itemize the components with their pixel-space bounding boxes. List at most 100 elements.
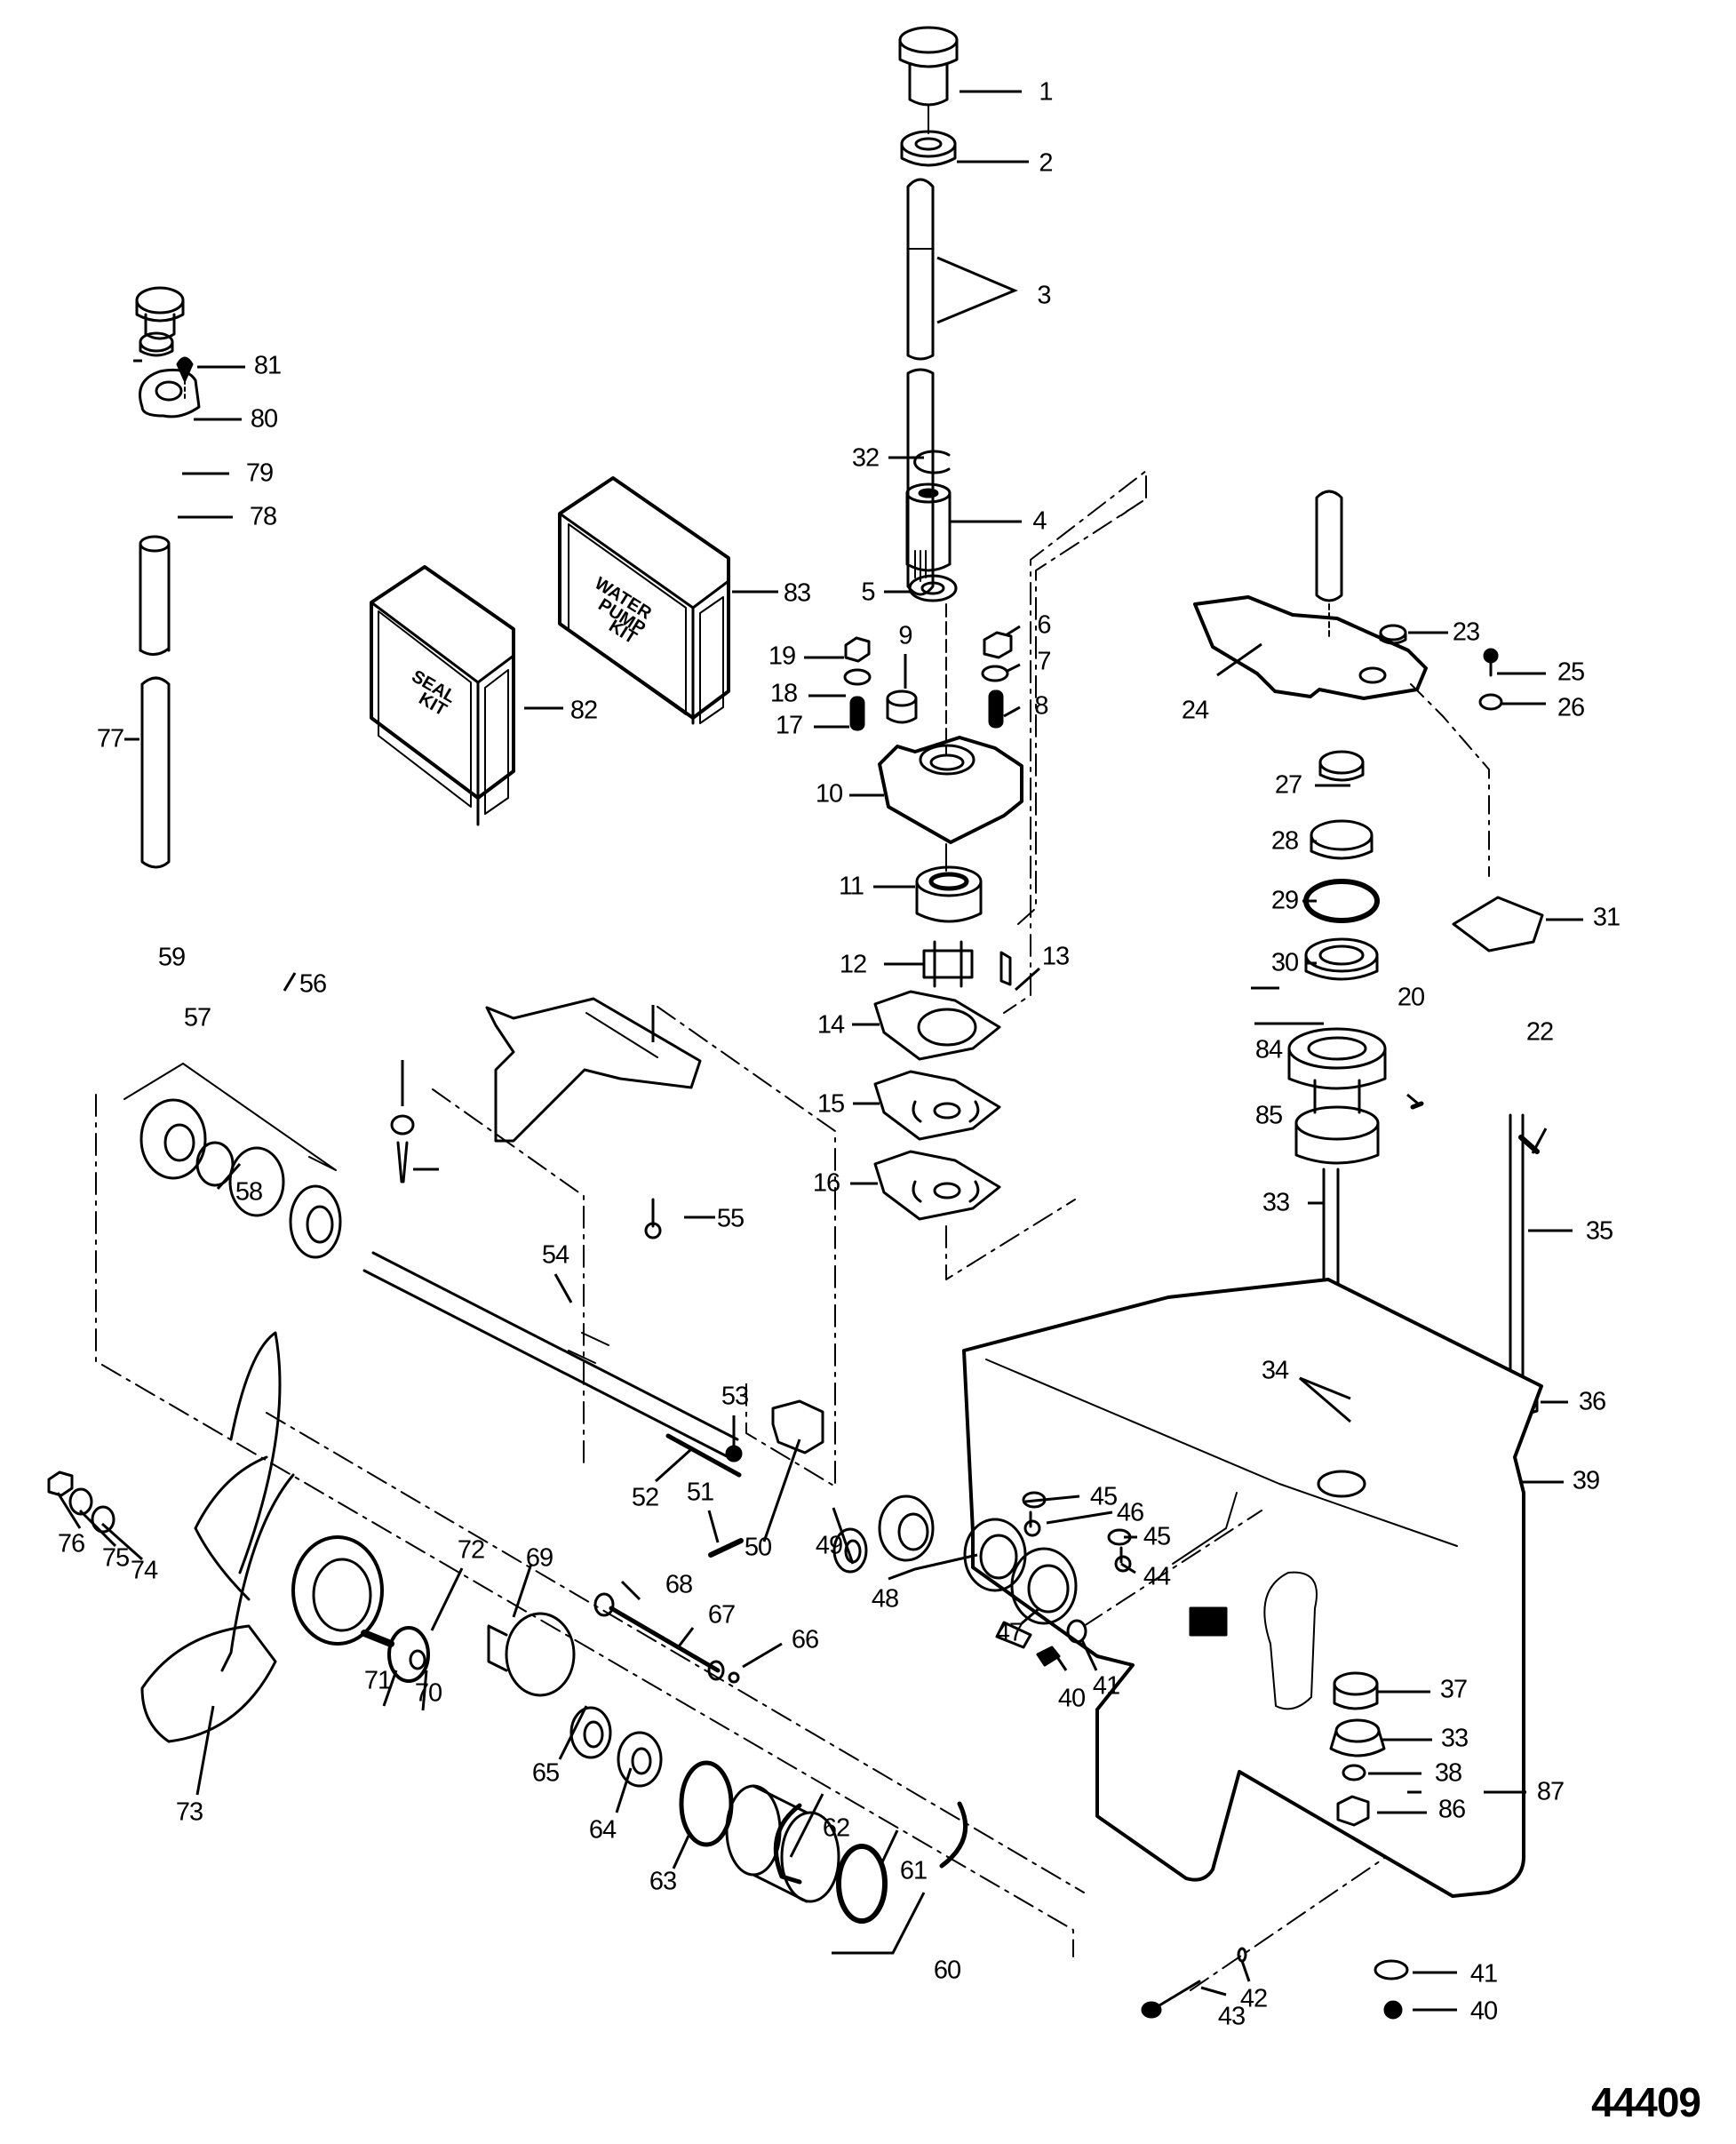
callout-47[interactable]: 47: [995, 1618, 1023, 1647]
callout-24[interactable]: 24: [1181, 696, 1209, 725]
callout-28[interactable]: 28: [1270, 826, 1299, 856]
callout-46[interactable]: 46: [1116, 1498, 1144, 1527]
callout-7[interactable]: 7: [1037, 647, 1051, 676]
callout-2[interactable]: 2: [1039, 148, 1053, 178]
callout-50[interactable]: 50: [744, 1533, 772, 1562]
callout-22[interactable]: 22: [1525, 1017, 1554, 1047]
callout-39[interactable]: 39: [1572, 1466, 1600, 1495]
callout-18[interactable]: 18: [769, 679, 798, 708]
callout-68[interactable]: 68: [665, 1570, 693, 1599]
callout-45-b[interactable]: 45: [1143, 1522, 1171, 1551]
part-16-gasket: [873, 1150, 1001, 1221]
callout-55[interactable]: 55: [716, 1204, 745, 1233]
callout-67[interactable]: 67: [707, 1600, 736, 1630]
callout-36[interactable]: 36: [1578, 1387, 1606, 1416]
callout-5[interactable]: 5: [861, 578, 875, 607]
callout-4[interactable]: 4: [1032, 506, 1047, 536]
callout-14[interactable]: 14: [816, 1010, 845, 1040]
callout-54[interactable]: 54: [541, 1240, 569, 1270]
callout-77[interactable]: 77: [96, 724, 124, 753]
callout-73[interactable]: 73: [175, 1797, 203, 1827]
callout-74[interactable]: 74: [130, 1556, 158, 1585]
callout-6[interactable]: 6: [1037, 610, 1051, 640]
callout-41-side[interactable]: 41: [1092, 1671, 1120, 1701]
callout-48[interactable]: 48: [871, 1584, 899, 1614]
callout-25[interactable]: 25: [1557, 658, 1585, 687]
callout-11[interactable]: 11: [838, 872, 864, 901]
part-52-shift-spring: [665, 1433, 742, 1478]
callout-26[interactable]: 26: [1557, 693, 1585, 722]
callout-3[interactable]: 3: [1037, 281, 1051, 310]
callout-30[interactable]: 30: [1270, 948, 1299, 977]
callout-57[interactable]: 57: [183, 1003, 211, 1032]
callout-1[interactable]: 1: [1039, 77, 1053, 107]
callout-63[interactable]: 63: [649, 1867, 677, 1896]
callout-79[interactable]: 79: [245, 458, 274, 488]
callout-13[interactable]: 13: [1041, 942, 1070, 971]
callout-70[interactable]: 70: [414, 1678, 442, 1708]
callout-38[interactable]: 38: [1434, 1758, 1462, 1788]
callout-45-a[interactable]: 45: [1089, 1482, 1118, 1511]
callout-17[interactable]: 17: [775, 711, 803, 740]
callout-58[interactable]: 58: [235, 1177, 263, 1207]
callout-12[interactable]: 12: [839, 950, 867, 979]
callout-78[interactable]: 78: [249, 502, 277, 531]
callout-53[interactable]: 53: [721, 1382, 749, 1411]
callout-44[interactable]: 44: [1143, 1562, 1171, 1591]
callout-40-lower[interactable]: 40: [1469, 1997, 1498, 2026]
callout-59[interactable]: 59: [157, 943, 186, 972]
callout-76[interactable]: 76: [57, 1529, 85, 1558]
callout-20[interactable]: 20: [1397, 983, 1425, 1012]
callout-85[interactable]: 85: [1254, 1101, 1283, 1130]
callout-40-side[interactable]: 40: [1057, 1684, 1086, 1713]
callout-15[interactable]: 15: [816, 1089, 845, 1119]
callout-64[interactable]: 64: [588, 1815, 617, 1845]
callout-86[interactable]: 86: [1437, 1795, 1466, 1824]
callout-49[interactable]: 49: [815, 1531, 843, 1560]
part-26-washer: [1478, 693, 1503, 711]
callout-72[interactable]: 72: [457, 1535, 485, 1565]
callout-35[interactable]: 35: [1585, 1216, 1613, 1246]
callout-80[interactable]: 80: [250, 404, 278, 434]
callout-60[interactable]: 60: [933, 1956, 961, 1985]
part-80-retainer: [139, 368, 201, 418]
callout-34[interactable]: 34: [1261, 1356, 1289, 1385]
callout-19[interactable]: 19: [768, 642, 796, 671]
part-69-hub: [487, 1612, 576, 1697]
callout-23[interactable]: 23: [1452, 618, 1480, 647]
callout-32[interactable]: 32: [851, 443, 880, 473]
callout-56[interactable]: 56: [299, 969, 327, 999]
callout-8[interactable]: 8: [1034, 691, 1048, 721]
callout-83[interactable]: 83: [783, 578, 811, 608]
part-86-nut: [1336, 1795, 1370, 1827]
callout-61[interactable]: 61: [899, 1856, 928, 1885]
callout-84[interactable]: 84: [1254, 1035, 1283, 1064]
part-75-washer: [68, 1487, 93, 1516]
callout-41-lower[interactable]: 41: [1469, 1959, 1498, 1989]
part-30-bearing: [1304, 937, 1379, 981]
callout-16[interactable]: 16: [812, 1168, 840, 1198]
callout-87[interactable]: 87: [1536, 1777, 1565, 1806]
callout-52[interactable]: 52: [631, 1483, 659, 1512]
callout-9[interactable]: 9: [898, 621, 912, 650]
callout-82[interactable]: 82: [569, 696, 598, 725]
part-56-trim-tab: [485, 997, 702, 1143]
callout-69[interactable]: 69: [525, 1543, 553, 1573]
callout-27[interactable]: 27: [1274, 770, 1302, 800]
callout-43[interactable]: 43: [1217, 2002, 1246, 2031]
callout-29[interactable]: 29: [1270, 886, 1299, 915]
callout-81[interactable]: 81: [253, 351, 282, 380]
callout-51[interactable]: 51: [686, 1478, 714, 1507]
callout-66[interactable]: 66: [791, 1625, 819, 1654]
callout-33-upper[interactable]: 33: [1262, 1188, 1290, 1217]
callout-65[interactable]: 65: [531, 1758, 560, 1788]
callout-62[interactable]: 62: [822, 1813, 850, 1843]
callout-10[interactable]: 10: [815, 779, 843, 809]
callout-37[interactable]: 37: [1439, 1675, 1468, 1704]
callout-42[interactable]: 42: [1239, 1984, 1268, 2013]
callout-31[interactable]: 31: [1592, 903, 1621, 932]
callout-33-lower[interactable]: 33: [1440, 1724, 1469, 1753]
callout-71[interactable]: 71: [363, 1666, 392, 1695]
callout-75[interactable]: 75: [101, 1543, 130, 1573]
